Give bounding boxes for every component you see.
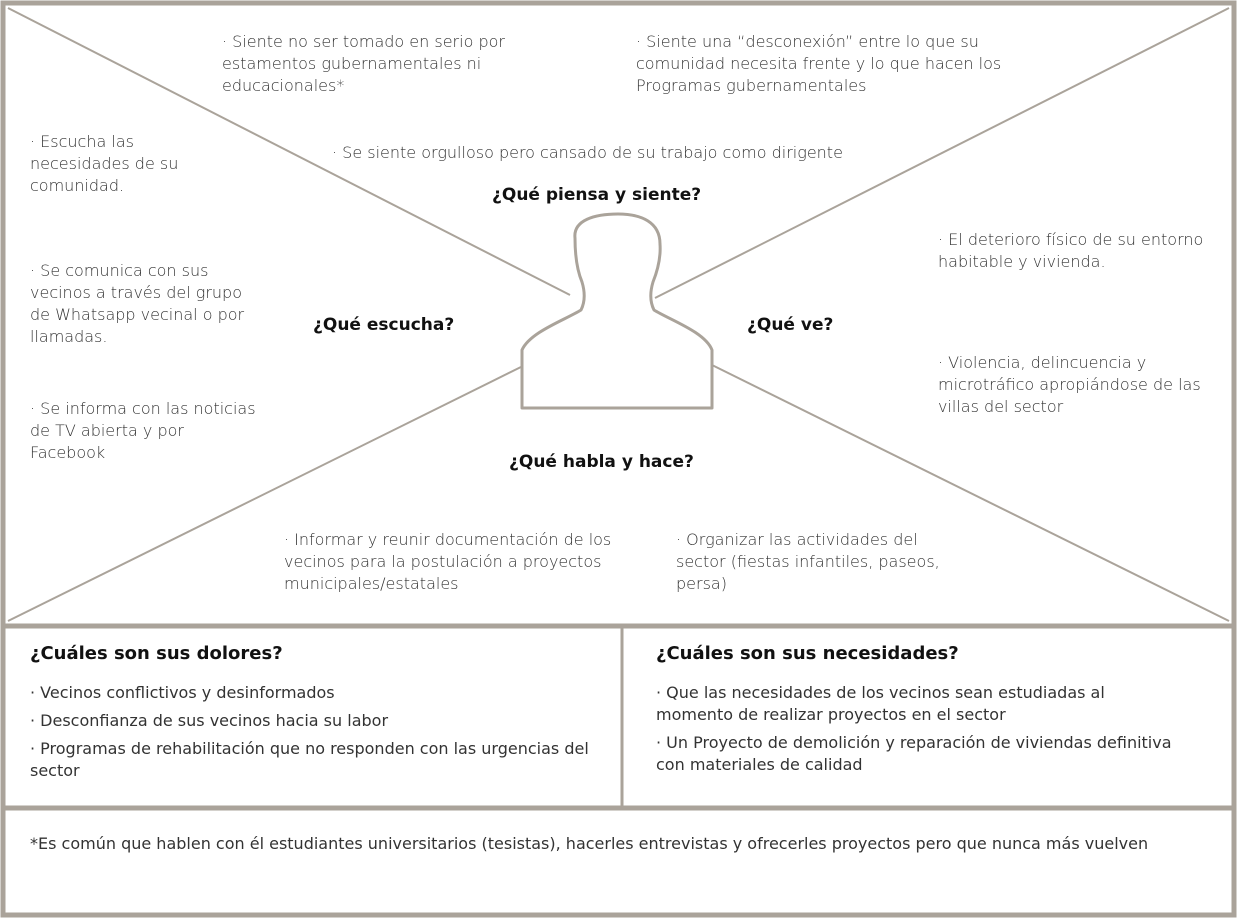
hear-item-3: · Se informa con las noticias de TV abie…: [30, 399, 256, 462]
diagonal-bottom-right: [711, 364, 1230, 622]
think-feel-item-1: · Siente no ser tomado en serio por esta…: [222, 32, 505, 95]
see-title: ¿Qué ve?: [747, 315, 834, 335]
say-do-item-1: · Informar y reunir documentación de los…: [284, 530, 612, 593]
needs-item: · Que las necesidades de los vecinos sea…: [656, 683, 1105, 724]
person-silhouette-icon: [520, 212, 714, 410]
hear-item-1: · Escucha las necesidades de su comunida…: [30, 132, 179, 195]
diagonal-top-right: [654, 7, 1230, 299]
needs-item: · Un Proyecto de demolición y reparación…: [656, 733, 1172, 774]
pains-list: · Vecinos conflictivos y desinformados ·…: [30, 682, 590, 788]
pains-title: ¿Cuáles son sus dolores?: [30, 643, 283, 664]
hear-title: ¿Qué escucha?: [313, 315, 455, 335]
think-feel-item-2: · Siente una “desconexión” entre lo que …: [636, 32, 1002, 95]
think-feel-title: ¿Qué piensa y siente?: [492, 185, 702, 205]
see-item-1: · El deterioro físico de su entorno habi…: [938, 230, 1204, 271]
hear-item-2: · Se comunica con sus vecinos a través d…: [30, 261, 245, 346]
diagonal-top-left: [7, 7, 571, 296]
pains-item: · Programas de rehabilitación que no res…: [30, 739, 589, 780]
needs-title: ¿Cuáles son sus necesidades?: [656, 643, 959, 664]
needs-list: · Que las necesidades de los vecinos sea…: [656, 682, 1176, 782]
pains-item: · Vecinos conflictivos y desinformados: [30, 683, 335, 702]
pains-item: · Desconfianza de sus vecinos hacia su l…: [30, 711, 389, 730]
think-feel-item-3: · Se siente orgulloso pero cansado de su…: [332, 143, 843, 162]
see-item-2: · Violencia, delincuencia y microtráfico…: [938, 353, 1201, 416]
footnote: *Es común que hablen con él estudiantes …: [30, 834, 1149, 853]
say-do-title: ¿Qué habla y hace?: [509, 452, 694, 472]
diagonal-bottom-left: [7, 364, 526, 622]
say-do-item-2: · Organizar las actividades del sector (…: [676, 530, 940, 593]
